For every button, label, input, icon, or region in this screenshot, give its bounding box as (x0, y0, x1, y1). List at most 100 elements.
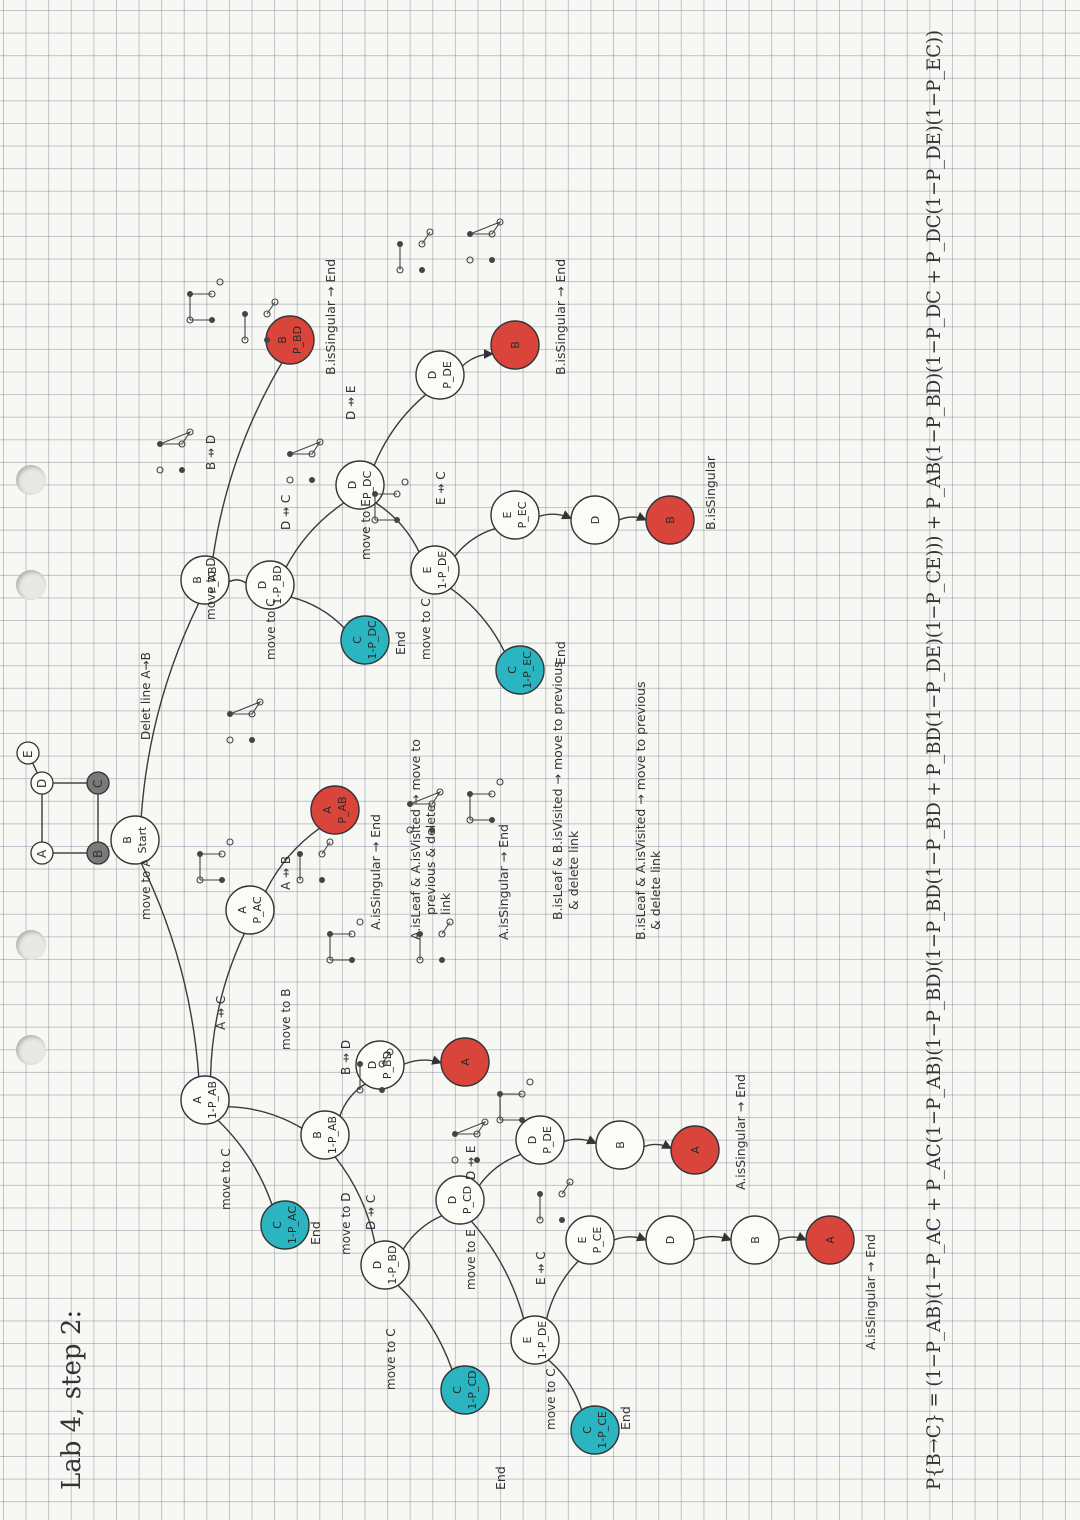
node-letter: C (351, 636, 364, 644)
tree-edge (547, 1359, 583, 1411)
graph-state-sketch (296, 838, 334, 884)
node-letter: B (311, 1131, 324, 1139)
label-move-to-E: move to E (464, 1229, 478, 1290)
note-b-singular-1: B.isSingular → End (323, 259, 338, 375)
label-move-to-B: move to B (279, 989, 293, 1050)
tree-edge (212, 362, 283, 558)
note-a-singular-2: A.isSingular → End (496, 824, 511, 940)
graph-state-sketch (406, 788, 444, 834)
graph-state-sketch (286, 438, 324, 484)
note-b-leaf-1: B.isLeaf & B.isVisited → move to previou… (550, 661, 565, 920)
note-a-leaf-1b: previous & delete (423, 804, 438, 915)
tree-edge (264, 827, 320, 893)
label-r-move-to-E: move to E (359, 499, 373, 560)
svg-text:D: D (35, 779, 49, 788)
graph-state-sketch (466, 218, 504, 264)
tree-edge (228, 1106, 303, 1129)
node-letter: B (664, 516, 677, 524)
state-sketches (156, 218, 574, 1224)
tree-node-b5: B (595, 1120, 645, 1170)
tree-node-ar4: A (805, 1215, 855, 1265)
node-letter: A (236, 906, 249, 914)
note-b-singular-3: B.isSingular (703, 455, 718, 530)
tree-edge (209, 933, 246, 1077)
tree-node-dr4: D (570, 495, 620, 545)
note-end: End (393, 631, 408, 655)
graph-state-sketch (156, 428, 194, 474)
node-letter: B (276, 336, 289, 344)
label-r-move-to-C2: move to C (419, 598, 433, 660)
node-letter: B (749, 1236, 762, 1244)
node-probability: 1-P_AB (206, 1081, 219, 1119)
label-move-to-A: move to A (139, 858, 153, 920)
note-end: End (553, 641, 568, 665)
tree-node-ar3: A (670, 1125, 720, 1175)
label-r-D-not-E: D ⇸ E (344, 385, 358, 420)
tree-edge (470, 1220, 525, 1320)
tree-node-b6: B (730, 1215, 780, 1265)
tree-edge (613, 1232, 647, 1242)
tree-node-br3: B (645, 495, 695, 545)
note-end: End (618, 1406, 633, 1430)
node-letter: B (191, 576, 204, 584)
label-r-E-not-C: E ⇸ C (434, 471, 448, 505)
graph-state-sketch (396, 228, 434, 274)
label-r-move-to-C: move to C (264, 598, 278, 660)
node-probability: 1-P_DE (436, 551, 449, 590)
node-probability: Start (136, 826, 149, 854)
note-end: End (493, 1466, 508, 1490)
svg-text:E: E (21, 750, 35, 758)
node-probability: 1-P_DE (536, 1321, 549, 1360)
tree-edge (402, 1215, 443, 1250)
node-probability: 1-P_CE (596, 1411, 609, 1449)
tree-edge (461, 349, 494, 367)
label-r-D-not-C: D ⇸ C (279, 495, 293, 530)
node-probability: 1-P_AB (326, 1116, 339, 1154)
node-probability: P_DE (441, 361, 454, 389)
note-b-leaf-2: B.isLeaf & A.isVisited → move to previou… (633, 681, 648, 940)
tree-edge (373, 393, 427, 466)
svg-text:B: B (91, 850, 105, 858)
tree-edge (290, 596, 345, 629)
binder-hole (16, 1035, 46, 1065)
node-probability: 1-P_EC (521, 651, 534, 689)
node-letter: A (689, 1146, 702, 1154)
note-b-singular-2: B.isSingular → End (553, 259, 568, 375)
edge-labels: move to A Delet line A→B move to C A ⇸ C… (139, 385, 558, 1430)
label-move-to-C: move to C (219, 1148, 233, 1210)
tree-edges (140, 349, 807, 1411)
graph-state-sketch (371, 478, 409, 524)
tree-edge (618, 511, 647, 521)
tree-edge (140, 862, 200, 1077)
svg-text:C: C (91, 780, 105, 788)
graph-state-sketch (226, 698, 264, 744)
node-probability: P_BD (291, 326, 304, 354)
node-letter: E (576, 1236, 589, 1243)
tree-edge (403, 1055, 442, 1065)
graph-state-sketch (186, 278, 224, 324)
label-r-B-not-D: B ⇸ D (204, 435, 218, 470)
node-letter: D (366, 1061, 379, 1069)
graph-state-sketch (496, 1078, 534, 1124)
binder-hole (16, 570, 46, 600)
node-letter: D (426, 371, 439, 379)
node-letter: D (589, 516, 602, 524)
tree-edge (375, 502, 420, 553)
node-letter: D (371, 1261, 384, 1269)
